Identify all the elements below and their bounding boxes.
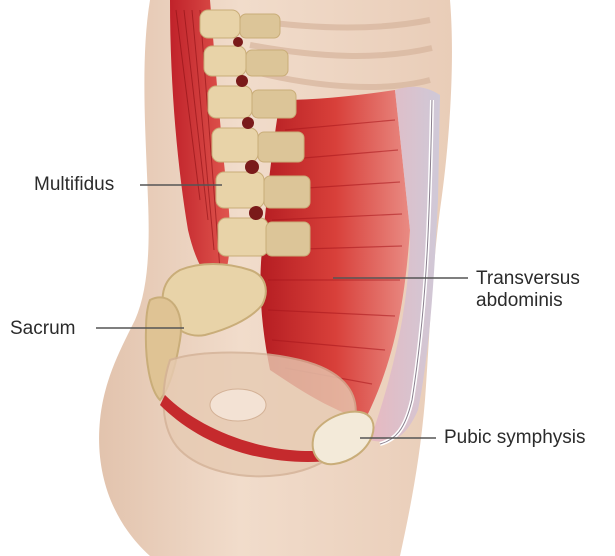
obturator-foramen: [210, 389, 266, 421]
label-multifidus: Multifidus: [34, 174, 114, 196]
label-sacrum: Sacrum: [10, 318, 75, 340]
label-transversus-line2: abdominis: [476, 290, 580, 312]
label-transversus-line1: Transversus: [476, 268, 580, 290]
label-pubic-symphysis: Pubic symphysis: [444, 427, 586, 449]
label-transversus-abdominis: Transversus abdominis: [476, 268, 580, 312]
